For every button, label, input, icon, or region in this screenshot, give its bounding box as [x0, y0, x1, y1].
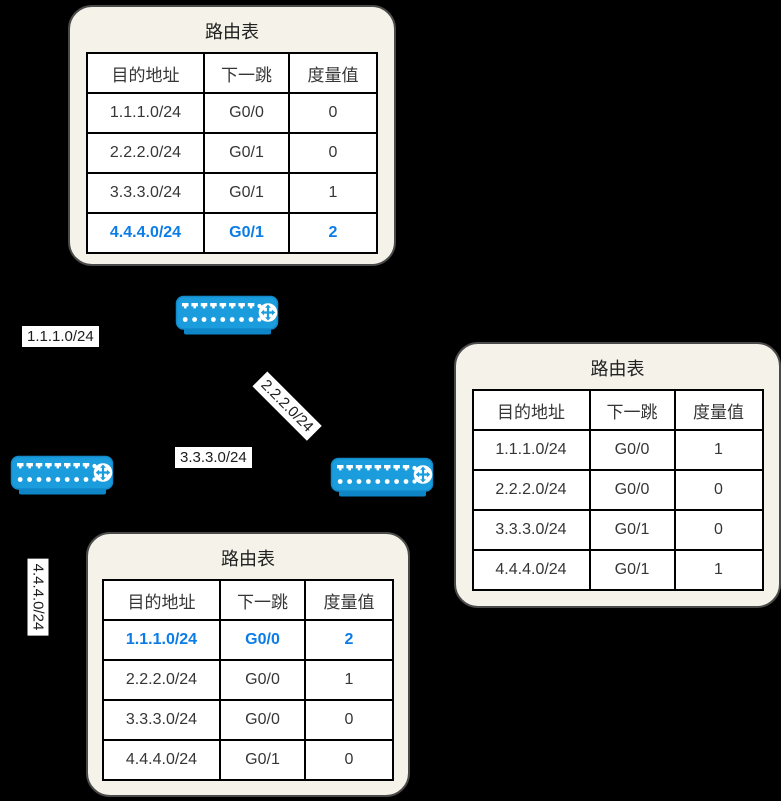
next-hop-cell: G0/1: [203, 212, 290, 254]
routing-table-right: 目的地址 下一跳 度量值 1.1.1.0/24 G0/0 1 2.2.2.0/2…: [471, 389, 764, 591]
routing-table-title: 路由表: [590, 359, 645, 379]
routing-table-bottom: 目的地址 下一跳 度量值 1.1.1.0/24 G0/0 2 2.2.2.0/2…: [102, 579, 394, 781]
metric-cell: 0: [288, 92, 378, 134]
destination-cell: 1.1.1.0/24: [86, 92, 205, 134]
router-left: [10, 455, 115, 500]
route-row-highlighted: 4.4.4.0/24 G0/1 2: [86, 212, 378, 254]
route-row: 4.4.4.0/24 G0/1 1: [471, 549, 764, 591]
col-header-metric: 度量值: [673, 389, 764, 431]
router-right: [330, 457, 435, 502]
destination-cell: 3.3.3.0/24: [86, 172, 205, 214]
next-hop-cell: G0/0: [588, 469, 676, 511]
next-hop-cell: G0/0: [203, 92, 290, 134]
next-hop-cell: G0/1: [203, 132, 290, 174]
col-header-destination: 目的地址: [471, 389, 591, 431]
route-row: 4.4.4.0/24 G0/1 0: [102, 739, 394, 781]
col-header-next-hop: 下一跳: [588, 389, 676, 431]
routing-table-title: 路由表: [205, 22, 259, 42]
destination-cell: 1.1.1.0/24: [102, 619, 221, 661]
network-label-1: 1.1.1.0/24: [22, 326, 99, 347]
col-header-destination: 目的地址: [86, 52, 205, 94]
metric-cell: 1: [288, 172, 378, 214]
routing-table-card-top: 路由表 目的地址 下一跳 度量值 1.1.1.0/24 G0/0 0 2.2.2…: [68, 5, 396, 266]
col-header-metric: 度量值: [288, 52, 378, 94]
next-hop-cell: G0/0: [219, 699, 306, 741]
router-icon: [10, 455, 114, 495]
router-top: [175, 295, 280, 340]
metric-cell: 0: [673, 469, 764, 511]
metric-cell: 1: [673, 429, 764, 471]
route-row: 3.3.3.0/24 G0/1 1: [86, 172, 378, 214]
next-hop-cell: G0/1: [588, 509, 676, 551]
route-row: 2.2.2.0/24 G0/1 0: [86, 132, 378, 174]
network-label-4: 4.4.4.0/24: [27, 558, 49, 636]
destination-cell: 1.1.1.0/24: [471, 429, 591, 471]
col-header-next-hop: 下一跳: [219, 579, 306, 621]
route-row: 2.2.2.0/24 G0/0 0: [471, 469, 764, 511]
destination-cell: 3.3.3.0/24: [102, 699, 221, 741]
metric-cell: 2: [304, 619, 394, 661]
next-hop-cell: G0/0: [219, 619, 306, 661]
metric-cell: 0: [304, 699, 394, 741]
destination-cell: 2.2.2.0/24: [471, 469, 591, 511]
destination-cell: 3.3.3.0/24: [471, 509, 591, 551]
next-hop-cell: G0/0: [588, 429, 676, 471]
header-row: 目的地址 下一跳 度量值: [102, 579, 394, 621]
next-hop-cell: G0/1: [203, 172, 290, 214]
routing-table-top: 目的地址 下一跳 度量值 1.1.1.0/24 G0/0 0 2.2.2.0/2…: [86, 52, 378, 254]
route-row: 2.2.2.0/24 G0/0 1: [102, 659, 394, 701]
col-header-destination: 目的地址: [102, 579, 221, 621]
destination-cell: 2.2.2.0/24: [102, 659, 221, 701]
routing-table-card-right: 路由表 目的地址 下一跳 度量值 1.1.1.0/24 G0/0 1 2.2.2…: [454, 342, 781, 608]
routing-table-title: 路由表: [221, 549, 275, 569]
next-hop-cell: G0/1: [219, 739, 306, 781]
route-row: 1.1.1.0/24 G0/0 1: [471, 429, 764, 471]
router-icon: [330, 457, 434, 497]
header-row: 目的地址 下一跳 度量值: [86, 52, 378, 94]
routing-table-card-bottom: 路由表 目的地址 下一跳 度量值 1.1.1.0/24 G0/0 2 2.2.2…: [86, 532, 410, 797]
network-label-3: 3.3.3.0/24: [175, 447, 252, 468]
router-icon: [175, 295, 279, 335]
metric-cell: 0: [288, 132, 378, 174]
metric-cell: 1: [304, 659, 394, 701]
metric-cell: 1: [673, 549, 764, 591]
route-row: 3.3.3.0/24 G0/0 0: [102, 699, 394, 741]
header-row: 目的地址 下一跳 度量值: [471, 389, 764, 431]
next-hop-cell: G0/0: [219, 659, 306, 701]
route-row: 1.1.1.0/24 G0/0 0: [86, 92, 378, 134]
destination-cell: 4.4.4.0/24: [471, 549, 591, 591]
destination-cell: 4.4.4.0/24: [86, 212, 205, 254]
destination-cell: 4.4.4.0/24: [102, 739, 221, 781]
network-label-2: 2.2.2.0/24: [252, 371, 322, 441]
metric-cell: 2: [288, 212, 378, 254]
metric-cell: 0: [304, 739, 394, 781]
col-header-metric: 度量值: [304, 579, 394, 621]
next-hop-cell: G0/1: [588, 549, 676, 591]
route-row-highlighted: 1.1.1.0/24 G0/0 2: [102, 619, 394, 661]
route-row: 3.3.3.0/24 G0/1 0: [471, 509, 764, 551]
col-header-next-hop: 下一跳: [203, 52, 290, 94]
destination-cell: 2.2.2.0/24: [86, 132, 205, 174]
metric-cell: 0: [673, 509, 764, 551]
